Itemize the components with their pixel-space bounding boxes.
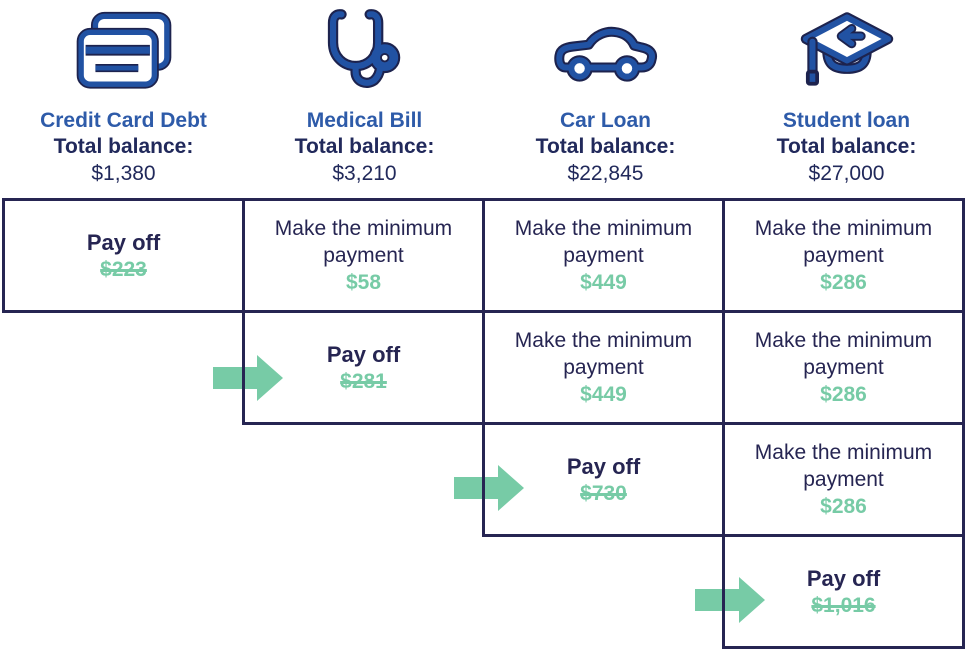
cell-label: Pay off bbox=[86, 229, 161, 255]
minimum-payment-cell-medical-bill: Make the minimum payment $58 bbox=[242, 198, 485, 313]
cell-amount: $286 bbox=[820, 495, 867, 518]
minimum-payment-cell-car-loan: Make the minimum payment $449 bbox=[482, 198, 725, 313]
cell-amount: $1,016 bbox=[811, 593, 876, 617]
credit-card-icon bbox=[76, 11, 171, 89]
cell-label: Make the minimum payment bbox=[514, 329, 693, 379]
minimum-payment-cell-student-loan: Make the minimum payment $286 bbox=[722, 198, 965, 313]
payment-step-row-2: Pay off $281 Make the minimum payment $4… bbox=[242, 310, 965, 425]
debt-header-credit-card: Credit Card Debt Total balance: $1,380 bbox=[3, 0, 244, 187]
debt-header-student-loan: Student loan Total balance: $27,000 bbox=[726, 0, 967, 187]
debt-title: Credit Card Debt bbox=[40, 109, 207, 132]
payment-step-row-1: Pay off $223 Make the minimum payment $5… bbox=[2, 198, 965, 313]
graduation-cap-icon bbox=[797, 10, 897, 86]
payoff-arrow-icon bbox=[213, 355, 283, 401]
cell-label: Make the minimum payment bbox=[754, 217, 933, 267]
minimum-payment-cell-student-loan: Make the minimum payment $286 bbox=[722, 422, 965, 537]
balance-amount: $27,000 bbox=[808, 162, 885, 185]
balance-amount: $1,380 bbox=[91, 162, 156, 185]
debt-headers: Credit Card Debt Total balance: $1,380 bbox=[3, 0, 967, 187]
balance-label: Total balance: bbox=[53, 135, 194, 158]
car-icon bbox=[551, 21, 661, 82]
payment-step-row-3: Pay off $730 Make the minimum payment $2… bbox=[482, 422, 965, 537]
cell-amount: $449 bbox=[580, 271, 627, 294]
cell-amount: $286 bbox=[820, 383, 867, 406]
payment-step-row-4: Pay off $1,016 bbox=[722, 534, 965, 649]
cell-amount: $58 bbox=[345, 271, 382, 294]
payoff-arrow-icon bbox=[454, 465, 524, 511]
payoff-cell-medical-bill: Pay off $281 bbox=[242, 310, 485, 425]
debt-title: Student loan bbox=[782, 109, 911, 132]
payoff-cell-credit-card: Pay off $223 bbox=[2, 198, 245, 313]
balance-label: Total balance: bbox=[535, 135, 676, 158]
cell-amount: $223 bbox=[100, 257, 147, 281]
cell-label: Make the minimum payment bbox=[274, 217, 453, 267]
minimum-payment-cell-car-loan: Make the minimum payment $449 bbox=[482, 310, 725, 425]
balance-amount: $3,210 bbox=[332, 162, 397, 185]
balance-label: Total balance: bbox=[776, 135, 917, 158]
cell-amount: $449 bbox=[580, 383, 627, 406]
payoff-cell-student-loan: Pay off $1,016 bbox=[722, 534, 965, 649]
icon-box bbox=[244, 0, 485, 104]
cell-amount: $286 bbox=[820, 271, 867, 294]
cell-label: Make the minimum payment bbox=[754, 441, 933, 491]
debt-header-car-loan: Car Loan Total balance: $22,845 bbox=[485, 0, 726, 187]
payoff-arrow-icon bbox=[695, 577, 765, 623]
payoff-cell-car-loan: Pay off $730 bbox=[482, 422, 725, 537]
cell-label: Make the minimum payment bbox=[514, 217, 693, 267]
debt-header-medical-bill: Medical Bill Total balance: $3,210 bbox=[244, 0, 485, 187]
cell-label: Make the minimum payment bbox=[754, 329, 933, 379]
icon-box bbox=[3, 0, 244, 104]
icon-box bbox=[485, 0, 726, 104]
balance-amount: $22,845 bbox=[567, 162, 644, 185]
payment-schedule-table: Pay off $223 Make the minimum payment $5… bbox=[2, 198, 965, 650]
cell-label: Pay off bbox=[326, 341, 401, 367]
cell-label: Pay off bbox=[806, 565, 881, 591]
stethoscope-icon bbox=[318, 2, 400, 102]
minimum-payment-cell-student-loan: Make the minimum payment $286 bbox=[722, 310, 965, 425]
cell-amount: $281 bbox=[340, 369, 387, 393]
debt-title: Medical Bill bbox=[306, 109, 423, 132]
icon-box bbox=[726, 0, 967, 104]
cell-label: Pay off bbox=[566, 453, 641, 479]
balance-label: Total balance: bbox=[294, 135, 435, 158]
debt-title: Car Loan bbox=[559, 109, 651, 132]
cell-amount: $730 bbox=[580, 481, 627, 505]
